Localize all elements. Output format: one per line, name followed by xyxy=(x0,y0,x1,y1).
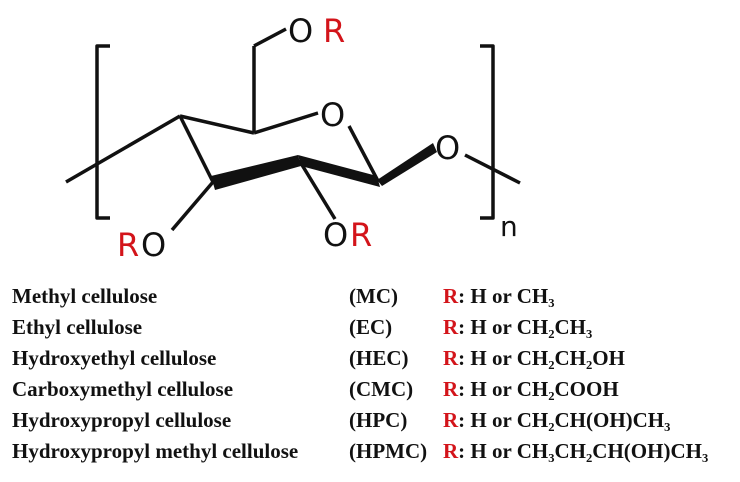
wedge-c1-o xyxy=(377,143,437,186)
r-label: R xyxy=(443,284,459,308)
formula-text: : H or CH₂CH(OH)CH₃ xyxy=(458,408,671,432)
derivative-name: Hydroxyethyl cellulose xyxy=(12,346,217,370)
wedge-c2-c1 xyxy=(298,155,380,187)
derivative-name: Ethyl cellulose xyxy=(12,315,143,339)
derivative-abbr: (EC) xyxy=(349,315,393,339)
bond-ring-o-c1 xyxy=(347,125,380,182)
derivative-abbr: (HPMC) xyxy=(349,439,428,463)
derivative-abbr: (MC) xyxy=(349,284,398,308)
glyco-o-label: O xyxy=(435,129,460,167)
top-or-r-label: R xyxy=(323,12,345,50)
left-or-o-label: O xyxy=(141,226,166,264)
right-bracket xyxy=(480,44,495,220)
derivative-abbr: (HEC) xyxy=(349,346,409,370)
bond-c4-c3 xyxy=(178,115,215,183)
formula-text: : H or CH₂CH₂OH xyxy=(458,346,625,370)
bottom-or-r-label: R xyxy=(350,216,372,254)
derivative-name: Hydroxypropyl methyl cellulose xyxy=(12,439,299,463)
derivative-name: Methyl cellulose xyxy=(12,284,158,308)
formula-text: : H or CH₂COOH xyxy=(458,377,619,401)
left-or-r-label: R xyxy=(117,226,139,264)
bond-c3-or xyxy=(170,180,215,232)
derivative-formula: R: H or CH₂CH₃ xyxy=(443,315,592,340)
bond-c4-c5 xyxy=(179,114,255,135)
legend-row: Hydroxypropyl methyl cellulose (HPMC) R:… xyxy=(0,439,740,467)
derivative-name: Hydroxypropyl cellulose xyxy=(12,408,232,432)
bond-c2-or xyxy=(297,159,337,220)
derivative-formula: R: H or CH₃ xyxy=(443,284,555,309)
derivative-abbr: (HPC) xyxy=(349,408,408,432)
bond-c5-ring-o xyxy=(253,111,319,135)
legend-row: Hydroxyethyl cellulose (HEC) R: H or CH₂… xyxy=(0,346,740,374)
r-label: R xyxy=(443,408,459,432)
formula-text: : H or CH₂CH₃ xyxy=(458,315,593,339)
wedge-c3-c2 xyxy=(211,155,301,190)
derivative-formula: R: H or CH₂CH(OH)CH₃ xyxy=(443,408,670,433)
right-chain-bond xyxy=(464,153,521,185)
cellulose-structure: O R O O R O O R n xyxy=(65,12,521,264)
r-label: R xyxy=(443,346,459,370)
derivative-abbr: (CMC) xyxy=(349,377,414,401)
left-chain-bond xyxy=(65,114,181,184)
derivative-formula: R: H or CH₂CH₂OH xyxy=(443,346,625,371)
legend-row: Carboxymethyl cellulose (CMC) R: H or CH… xyxy=(0,377,740,405)
repeat-n-label: n xyxy=(500,210,518,243)
left-bracket xyxy=(95,44,110,220)
legend-row: Hydroxypropyl cellulose (HPC) R: H or CH… xyxy=(0,408,740,436)
derivative-formula: R: H or CH₃CH₂CH(OH)CH₃ xyxy=(443,439,708,464)
top-or-o-label: O xyxy=(288,12,313,50)
legend-row: Ethyl cellulose (EC) R: H or CH₂CH₃ xyxy=(0,315,740,343)
r-label: R xyxy=(443,315,459,339)
r-label: R xyxy=(443,377,459,401)
formula-text: : H or CH₃CH₂CH(OH)CH₃ xyxy=(458,439,709,463)
formula-text: : H or CH₃ xyxy=(458,284,555,308)
derivative-formula: R: H or CH₂COOH xyxy=(443,377,619,402)
r-label: R xyxy=(443,439,459,463)
bottom-or-o-label: O xyxy=(323,216,348,254)
bond-c6-o xyxy=(253,27,287,48)
derivative-name: Carboxymethyl cellulose xyxy=(12,377,234,401)
legend-row: Methyl cellulose (MC) R: H or CH₃ xyxy=(0,284,740,312)
ring-o-label: O xyxy=(320,96,345,134)
